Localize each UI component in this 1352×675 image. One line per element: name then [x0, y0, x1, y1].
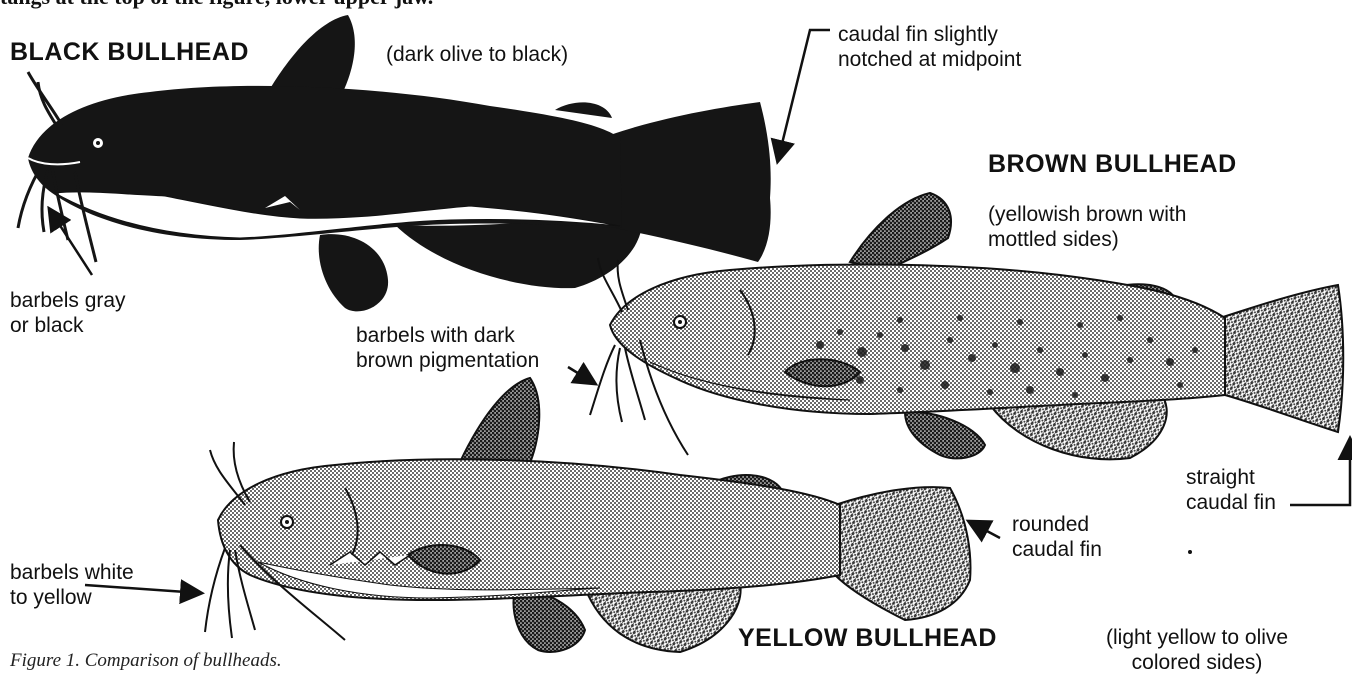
black-bullhead-color-note: (dark olive to black)	[386, 42, 568, 67]
rounded-caudal-label: rounded caudal fin	[1012, 512, 1102, 562]
caudal-notched-label: caudal fin slightly notched at midpoint	[838, 22, 1021, 72]
straight-caudal-label: straight caudal fin	[1186, 465, 1276, 515]
arrow-rounded-caudal	[970, 522, 1000, 538]
yellow-bullhead-drawing	[205, 378, 970, 652]
black-bullhead-title: BLACK BULLHEAD	[10, 38, 249, 67]
brown-bullhead-color-note: (yellowish brown with mottled sides)	[988, 202, 1186, 252]
barbels-brown-label: barbels with dark brown pigmentation	[356, 323, 539, 373]
barbels-white-label: barbels white to yellow	[10, 560, 134, 610]
figure-caption: Figure 1. Comparison of bullheads.	[10, 650, 282, 672]
header-fragment: tangs at the top of the figure, lower up…	[0, 0, 433, 10]
barbels-gray-label: barbels gray or black	[10, 288, 126, 338]
brown-bullhead-title: BROWN BULLHEAD	[988, 150, 1237, 179]
arrow-caudal-notched	[778, 30, 830, 160]
yellow-bullhead-color-note: (light yellow to olive colored sides)	[1106, 625, 1288, 675]
arrow-barbels-brown	[568, 367, 594, 383]
arrow-straight-caudal	[1290, 440, 1350, 505]
yellow-bullhead-title: YELLOW BULLHEAD	[738, 624, 997, 653]
stray-dot	[1188, 550, 1192, 554]
